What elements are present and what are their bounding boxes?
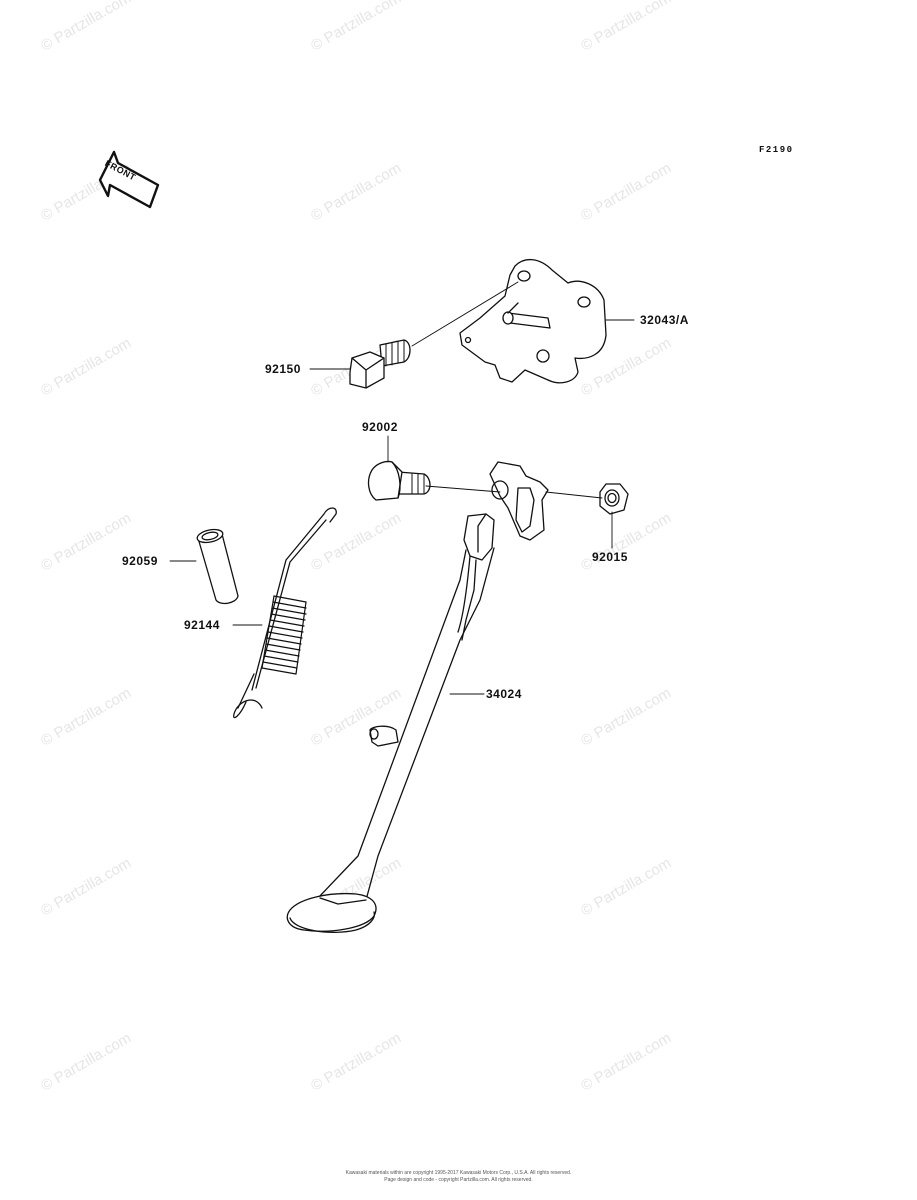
- bolt-92002: [367, 460, 431, 501]
- side-stand-34024: [286, 461, 549, 933]
- part-label-92015[interactable]: 92015: [592, 550, 628, 564]
- part-label-34024[interactable]: 34024: [486, 687, 522, 701]
- copyright-line-2: Page design and code - copyright Partzil…: [384, 1177, 533, 1183]
- part-label-92144[interactable]: 92144: [184, 618, 220, 632]
- bracket-32043: [459, 259, 607, 384]
- spring-92144: [233, 507, 337, 719]
- diagram-code: F2190: [759, 145, 794, 155]
- part-label-92150[interactable]: 92150: [265, 362, 301, 376]
- part-label-92059[interactable]: 92059: [122, 554, 158, 568]
- bolt-92150: [349, 339, 411, 389]
- front-arrow-icon: [98, 150, 160, 209]
- copyright-line-1: Kawasaki materials within are copyright …: [345, 1170, 572, 1176]
- collar-92059: [196, 528, 239, 605]
- leader-lines: [169, 281, 635, 695]
- nut-92015: [599, 483, 629, 515]
- part-label-32043[interactable]: 32043/A: [640, 313, 689, 327]
- part-label-92002[interactable]: 92002: [362, 420, 398, 434]
